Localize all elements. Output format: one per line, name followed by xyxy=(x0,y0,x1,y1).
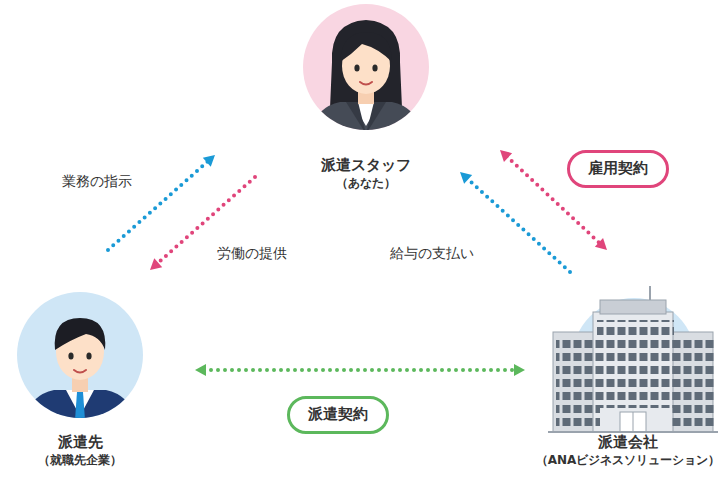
role-node: 派遣会社（ANAビジネスソリューション） xyxy=(536,292,721,468)
role-node: 派遣先（就職先企業） xyxy=(17,292,143,468)
role-note: （あなた） xyxy=(336,175,396,191)
dotted-arrow xyxy=(460,172,570,272)
dotted-arrow xyxy=(195,364,525,376)
dotted-arrow xyxy=(108,155,215,250)
contract-badge: 雇用契約 xyxy=(567,150,669,188)
flow-label: 給与の支払い xyxy=(388,244,476,262)
flow-label: 労働の提供 xyxy=(215,244,289,262)
agency-building xyxy=(548,286,718,432)
role-name: 派遣先 xyxy=(58,432,103,452)
flow-label: 業務の指示 xyxy=(60,172,134,190)
client-figure xyxy=(17,292,143,428)
staff-figure xyxy=(303,4,429,140)
contract-badge: 派遣契約 xyxy=(287,396,389,434)
role-note: （ANAビジネスソリューション） xyxy=(536,452,721,468)
role-name: 派遣会社 xyxy=(598,432,658,452)
role-name: 派遣スタッフ xyxy=(321,155,411,175)
role-note: （就職先企業） xyxy=(38,452,122,468)
role-node: 派遣スタッフ（あなた） xyxy=(303,3,429,191)
